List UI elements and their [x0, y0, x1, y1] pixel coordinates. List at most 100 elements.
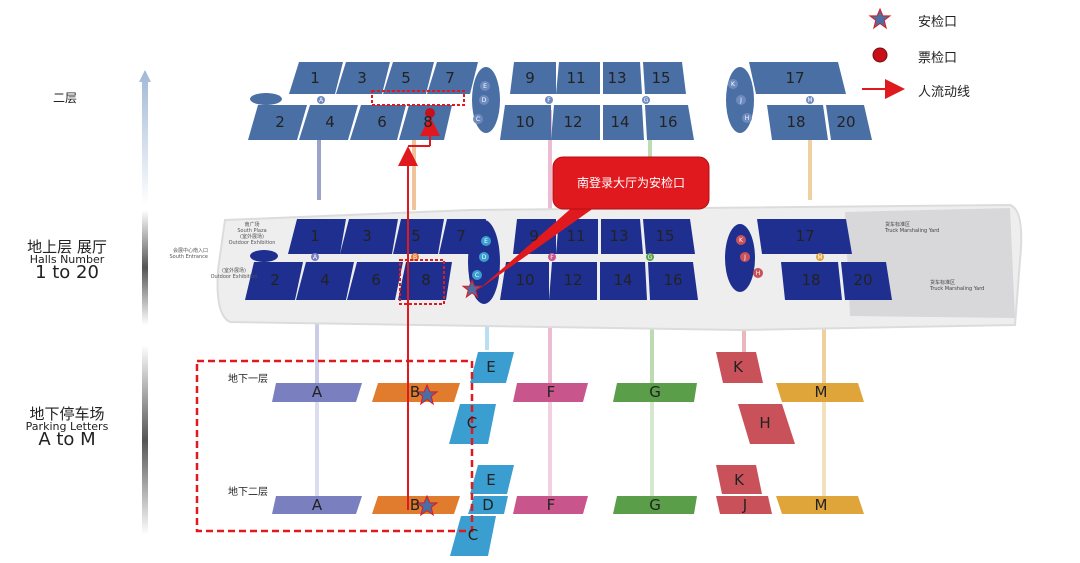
ground-label-cn: 地上层 展厅	[27, 238, 107, 256]
level-indicator-bars	[139, 70, 151, 535]
hall-label: 15	[651, 69, 671, 87]
parking-b2-f	[513, 496, 588, 514]
outdoor2-en: Outdoor Exhibition	[210, 274, 258, 280]
ground-label-range: 1 to 20	[35, 262, 99, 283]
legend-star-icon	[868, 7, 892, 30]
outdoor2-note: (室外展场) Outdoor Exhibition	[210, 268, 258, 280]
hall-label: 20	[853, 271, 873, 289]
svg-text:H: H	[756, 270, 761, 277]
ground-floor-halls	[245, 219, 892, 304]
legend-ticket-icon	[872, 47, 888, 63]
parking-b2-j	[716, 496, 772, 514]
hall-label: 3	[362, 227, 372, 245]
parking-label-en: Parking Letters	[25, 420, 109, 433]
floor2-label: 二层	[52, 91, 77, 105]
truck-yard1-cn: 货车标准区	[885, 222, 911, 228]
hall-label: 15	[655, 227, 675, 245]
hall-label: 2	[270, 271, 280, 289]
legend-icons	[862, 7, 905, 99]
parking-label: M	[814, 383, 828, 401]
hall-label: 5	[411, 227, 421, 245]
svg-text:E: E	[483, 83, 487, 90]
parking-label: M	[814, 496, 828, 514]
parking-b2-g	[613, 496, 697, 514]
parking-b1-c	[449, 404, 496, 444]
hall-label: 6	[371, 271, 381, 289]
hall-label: 11	[566, 69, 586, 87]
parking-b2-e	[470, 465, 514, 494]
truck-yard2-note: 货车标准区 Truck Marshaling Yard	[930, 280, 1010, 292]
south-plaza-note: 南广场 South Plaza	[222, 222, 282, 234]
hall-label: 8	[423, 113, 433, 131]
ground-hall-row-bottom	[245, 262, 892, 300]
svg-text:A: A	[319, 97, 324, 104]
hall-label: 3	[357, 69, 367, 87]
svg-text:J: J	[739, 97, 742, 104]
security-star-icon	[415, 383, 439, 406]
svg-text:M: M	[807, 97, 812, 104]
parking-b2-b	[372, 496, 460, 514]
legend-security-label: 安检口	[918, 15, 958, 30]
hall-label: 17	[785, 69, 805, 87]
outdoor1-note: (室外展场) Outdoor Exhibition	[222, 234, 282, 246]
svg-text:G: G	[648, 254, 653, 261]
hall-label: 18	[786, 113, 806, 131]
parking-label: C	[466, 414, 478, 432]
hall-label: 9	[525, 69, 535, 87]
parking-b2-m	[776, 496, 864, 514]
svg-text:B: B	[413, 254, 417, 261]
parking-label: C	[467, 526, 479, 544]
ground-pod	[250, 250, 278, 262]
lobby-letter-dots: E D C K J H A F G M E D C K J H A B F G …	[311, 79, 824, 280]
parking-label: K	[734, 471, 744, 489]
hall-label: 11	[566, 227, 586, 245]
hall-label: 6	[377, 113, 387, 131]
hall-label: 12	[563, 271, 583, 289]
security-star-icon	[415, 494, 439, 517]
south-plaza-en: South Plaza	[237, 228, 267, 234]
truck-yard1-en: Truck Marshaling Yard	[885, 228, 940, 234]
hall-label: 14	[610, 113, 630, 131]
hall-label: 9	[529, 227, 539, 245]
parking-b1-a	[272, 383, 362, 402]
south-entrance-note: 会展中心南入口 South Entrance	[168, 248, 208, 260]
hall-label: 8	[421, 271, 431, 289]
legend-ticket-label: 票检口	[918, 51, 958, 66]
hall-label: 17	[795, 227, 815, 245]
b1-label: 地下一层	[228, 374, 268, 385]
parking-label: G	[649, 496, 661, 514]
truck-yard2-cn: 货车标准区	[930, 280, 956, 286]
parking-b2-c	[450, 516, 496, 556]
callout-bubble	[478, 156, 710, 290]
flow-route	[398, 116, 440, 510]
svg-text:K: K	[739, 237, 744, 244]
hall-label: 16	[663, 271, 683, 289]
outdoor1-en: Outdoor Exhibition	[228, 240, 276, 246]
parking-b1-k	[716, 352, 763, 383]
svg-text:E: E	[484, 238, 488, 245]
parking-label: F	[546, 496, 556, 514]
hall-label: 10	[515, 271, 535, 289]
hall-label: 1	[310, 227, 320, 245]
security-markers	[415, 108, 483, 517]
b2-label: 地下二层	[228, 487, 268, 498]
svg-text:G: G	[644, 97, 649, 104]
parking-b1-f	[513, 383, 588, 402]
hall-label: 14	[613, 271, 633, 289]
parking-label-cn: 地下停车场	[29, 405, 105, 423]
parking-label: K	[733, 358, 743, 376]
parking-b2	[272, 465, 864, 556]
upper-hall-row-top	[289, 62, 846, 94]
svg-text:A: A	[313, 254, 318, 261]
security-star-icon	[461, 278, 483, 299]
hall-label: 2	[275, 113, 285, 131]
hall-label: 5	[401, 69, 411, 87]
parking-label: A	[311, 383, 323, 401]
parking-b1-m	[776, 383, 864, 402]
parking-label: D	[482, 496, 494, 514]
svg-text:F: F	[550, 254, 554, 261]
